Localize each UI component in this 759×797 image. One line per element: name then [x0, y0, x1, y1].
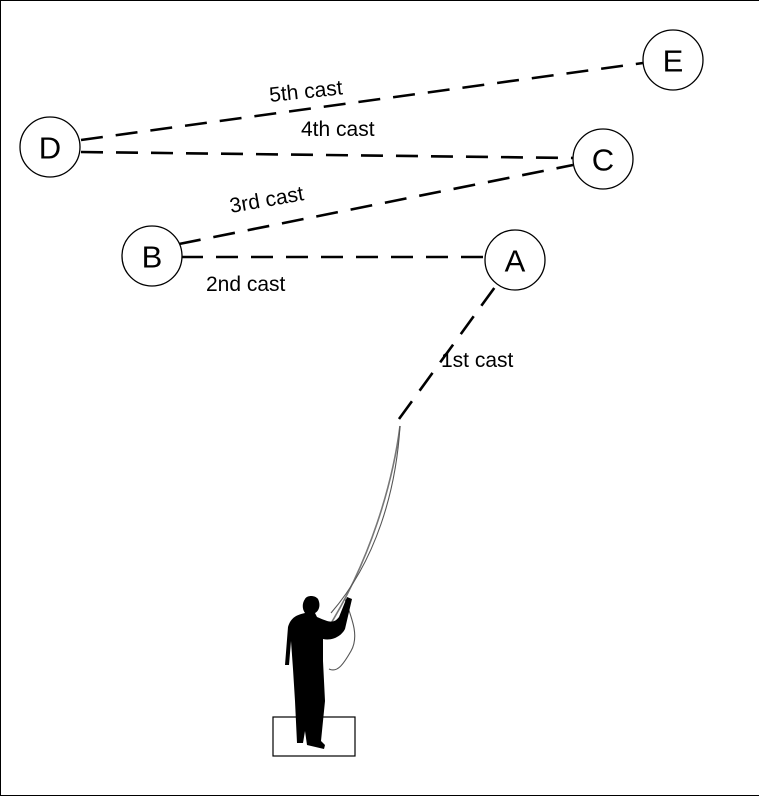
cast-line-5th	[80, 61, 644, 142]
cast-line-4th	[80, 150, 574, 160]
node-d-label: D	[39, 131, 61, 166]
cast-line-3rd	[178, 163, 574, 246]
node-a-label: A	[505, 244, 526, 279]
angler-silhouette-icon	[285, 596, 352, 749]
cast-label-3rd: 3rd cast	[228, 182, 306, 218]
cast-label-5th: 5th cast	[268, 76, 344, 107]
node-c-label: C	[592, 143, 614, 178]
cast-label-1st: 1st cast	[441, 349, 514, 372]
fishing-rod-icon	[324, 425, 401, 671]
standing-box	[272, 716, 356, 757]
node-b: B	[121, 225, 183, 287]
cast-label-4th: 4th cast	[301, 118, 375, 141]
node-b-label: B	[142, 240, 163, 275]
node-c: C	[572, 128, 634, 190]
node-a: A	[484, 229, 546, 291]
node-e-label: E	[663, 44, 684, 79]
node-d: D	[19, 116, 81, 178]
cast-line-1st	[397, 286, 497, 420]
cast-label-2nd: 2nd cast	[206, 273, 286, 296]
node-e: E	[642, 29, 704, 91]
